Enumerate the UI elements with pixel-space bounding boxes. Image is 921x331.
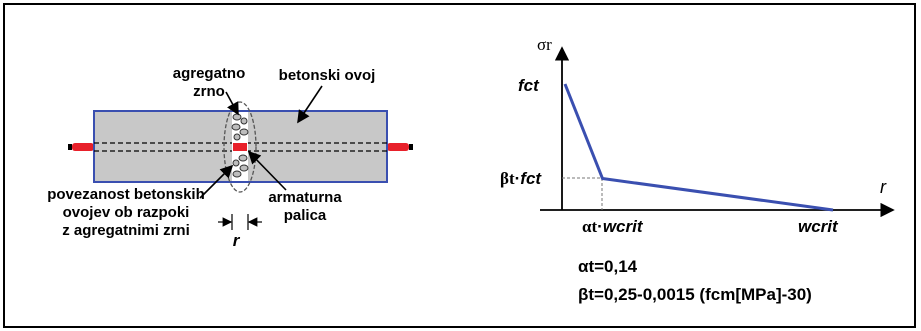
rebar-in-crack (233, 143, 247, 151)
xtick-wcrit: wcrit (798, 217, 839, 236)
label-aggregate-line1: agregatno (173, 65, 246, 82)
x-axis-label: r (880, 177, 887, 197)
arrow-bond (199, 164, 234, 199)
label-bond-line3: z agregatnimi zrni (62, 222, 190, 239)
label-bond-line1: povezanost betonskih (47, 186, 205, 203)
concrete-prism-diagram: agregatno zrno betonski ovoj povezanost … (47, 65, 413, 250)
softening-chart: σr r fct βt·fct αt·wcrit wcrit αt=0,14 β… (500, 35, 895, 304)
ytick-fct: fct (518, 76, 540, 95)
rebar-left-end (72, 143, 94, 151)
arrow-rebar (247, 150, 287, 191)
arrow-concrete-shell (297, 85, 323, 124)
softening-line (563, 83, 834, 212)
arrow-aggregate (225, 91, 239, 116)
label-crack-width: r (233, 231, 241, 250)
equation-beta: βt=0,25-0,0015 (fcm[MPa]-30) (578, 285, 812, 304)
label-rebar-line2: palica (284, 207, 327, 224)
label-bond-line2: ovojev ob razpoki (63, 204, 190, 221)
label-aggregate-line2: zrno (193, 83, 225, 100)
label-concrete-shell: betonski ovoj (279, 67, 376, 84)
rebar-right-end (387, 143, 409, 151)
xtick-alpha-wcrit: αt·wcrit (582, 217, 644, 236)
crack-zone-ellipse (223, 101, 257, 193)
equation-alpha: αt=0,14 (578, 257, 638, 276)
aggregate-grains (231, 113, 249, 178)
y-axis-label: σr (537, 35, 552, 54)
ytick-beta-fct: βt·fct (500, 169, 542, 188)
label-rebar-line1: armaturna (268, 189, 342, 206)
